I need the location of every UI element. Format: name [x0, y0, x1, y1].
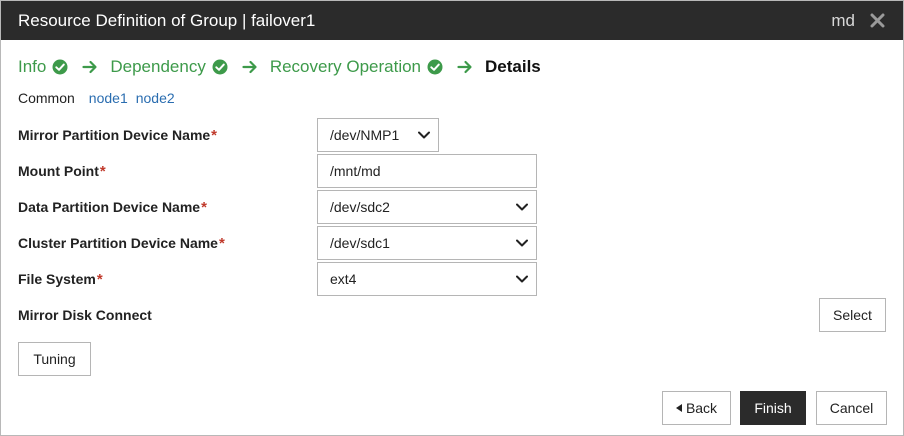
step-dependency-label: Dependency [110, 57, 206, 76]
tab-node1[interactable]: node1 [88, 90, 128, 106]
chevron-down-icon [516, 203, 528, 211]
dialog-titlebar: Resource Definition of Group | failover1… [1, 1, 903, 40]
mirror-partition-select[interactable]: /dev/NMP1 [317, 118, 439, 152]
check-circle-icon [52, 59, 68, 75]
mount-point-row: Mount Point * [18, 154, 106, 188]
file-system-row: File System * [18, 262, 103, 296]
select-button[interactable]: Select [819, 298, 886, 332]
step-recovery-operation[interactable]: Recovery Operation [270, 57, 443, 77]
file-system-label: File System [18, 271, 96, 287]
arrow-right-icon [82, 60, 97, 74]
caret-left-icon [675, 404, 682, 412]
data-partition-row: Data Partition Device Name * [18, 190, 207, 224]
step-details: Details [485, 57, 541, 77]
arrow-right-icon [242, 60, 257, 74]
mirror-disk-connect-label: Mirror Disk Connect [18, 307, 152, 323]
mirror-partition-label: Mirror Partition Device Name [18, 127, 211, 143]
dialog-title: Resource Definition of Group | failover1 [18, 11, 316, 30]
mount-point-input[interactable]: /mnt/md [317, 154, 537, 188]
cluster-partition-select[interactable]: /dev/sdc1 [317, 226, 537, 260]
data-partition-label: Data Partition Device Name [18, 199, 201, 215]
resource-name: md [831, 11, 855, 30]
check-circle-icon [212, 59, 228, 75]
chevron-down-icon [418, 131, 430, 139]
required-mark: * [96, 270, 103, 288]
wizard-steps: Info Dependency Recovery Operation [18, 56, 541, 78]
mirror-disk-connect-row: Mirror Disk Connect [18, 298, 152, 332]
cluster-partition-row: Cluster Partition Device Name * [18, 226, 225, 260]
file-system-select[interactable]: ext4 [317, 262, 537, 296]
step-recovery-operation-label: Recovery Operation [269, 57, 422, 76]
required-mark: * [99, 162, 106, 180]
mirror-partition-value: /dev/NMP1 [330, 127, 400, 143]
data-partition-select[interactable]: /dev/sdc2 [317, 190, 537, 224]
tab-node2[interactable]: node2 [135, 90, 175, 106]
required-mark: * [211, 126, 218, 144]
step-details-label: Details [485, 57, 541, 76]
required-mark: * [218, 234, 225, 252]
finish-button[interactable]: Finish [740, 391, 806, 425]
check-circle-icon [427, 59, 443, 75]
file-system-value: ext4 [330, 271, 357, 287]
close-icon[interactable] [870, 13, 885, 28]
mirror-partition-row: Mirror Partition Device Name * [18, 118, 217, 152]
mount-point-value: /mnt/md [330, 163, 381, 179]
back-button[interactable]: Back [662, 391, 731, 425]
tuning-button[interactable]: Tuning [18, 342, 91, 376]
cluster-partition-label: Cluster Partition Device Name [18, 235, 218, 251]
back-button-label: Back [685, 400, 718, 416]
step-dependency[interactable]: Dependency [110, 57, 228, 77]
chevron-down-icon [516, 239, 528, 247]
required-mark: * [201, 198, 207, 216]
step-info-label: Info [18, 57, 47, 76]
cluster-partition-value: /dev/sdc1 [330, 235, 390, 251]
arrow-right-icon [457, 60, 472, 74]
tab-common[interactable]: Common [18, 90, 75, 106]
mount-point-label: Mount Point [18, 163, 99, 179]
cancel-button[interactable]: Cancel [816, 391, 887, 425]
chevron-down-icon [516, 275, 528, 283]
step-info[interactable]: Info [18, 57, 68, 77]
node-tabs: Common node1 node2 [18, 90, 183, 106]
data-partition-value: /dev/sdc2 [330, 199, 390, 215]
